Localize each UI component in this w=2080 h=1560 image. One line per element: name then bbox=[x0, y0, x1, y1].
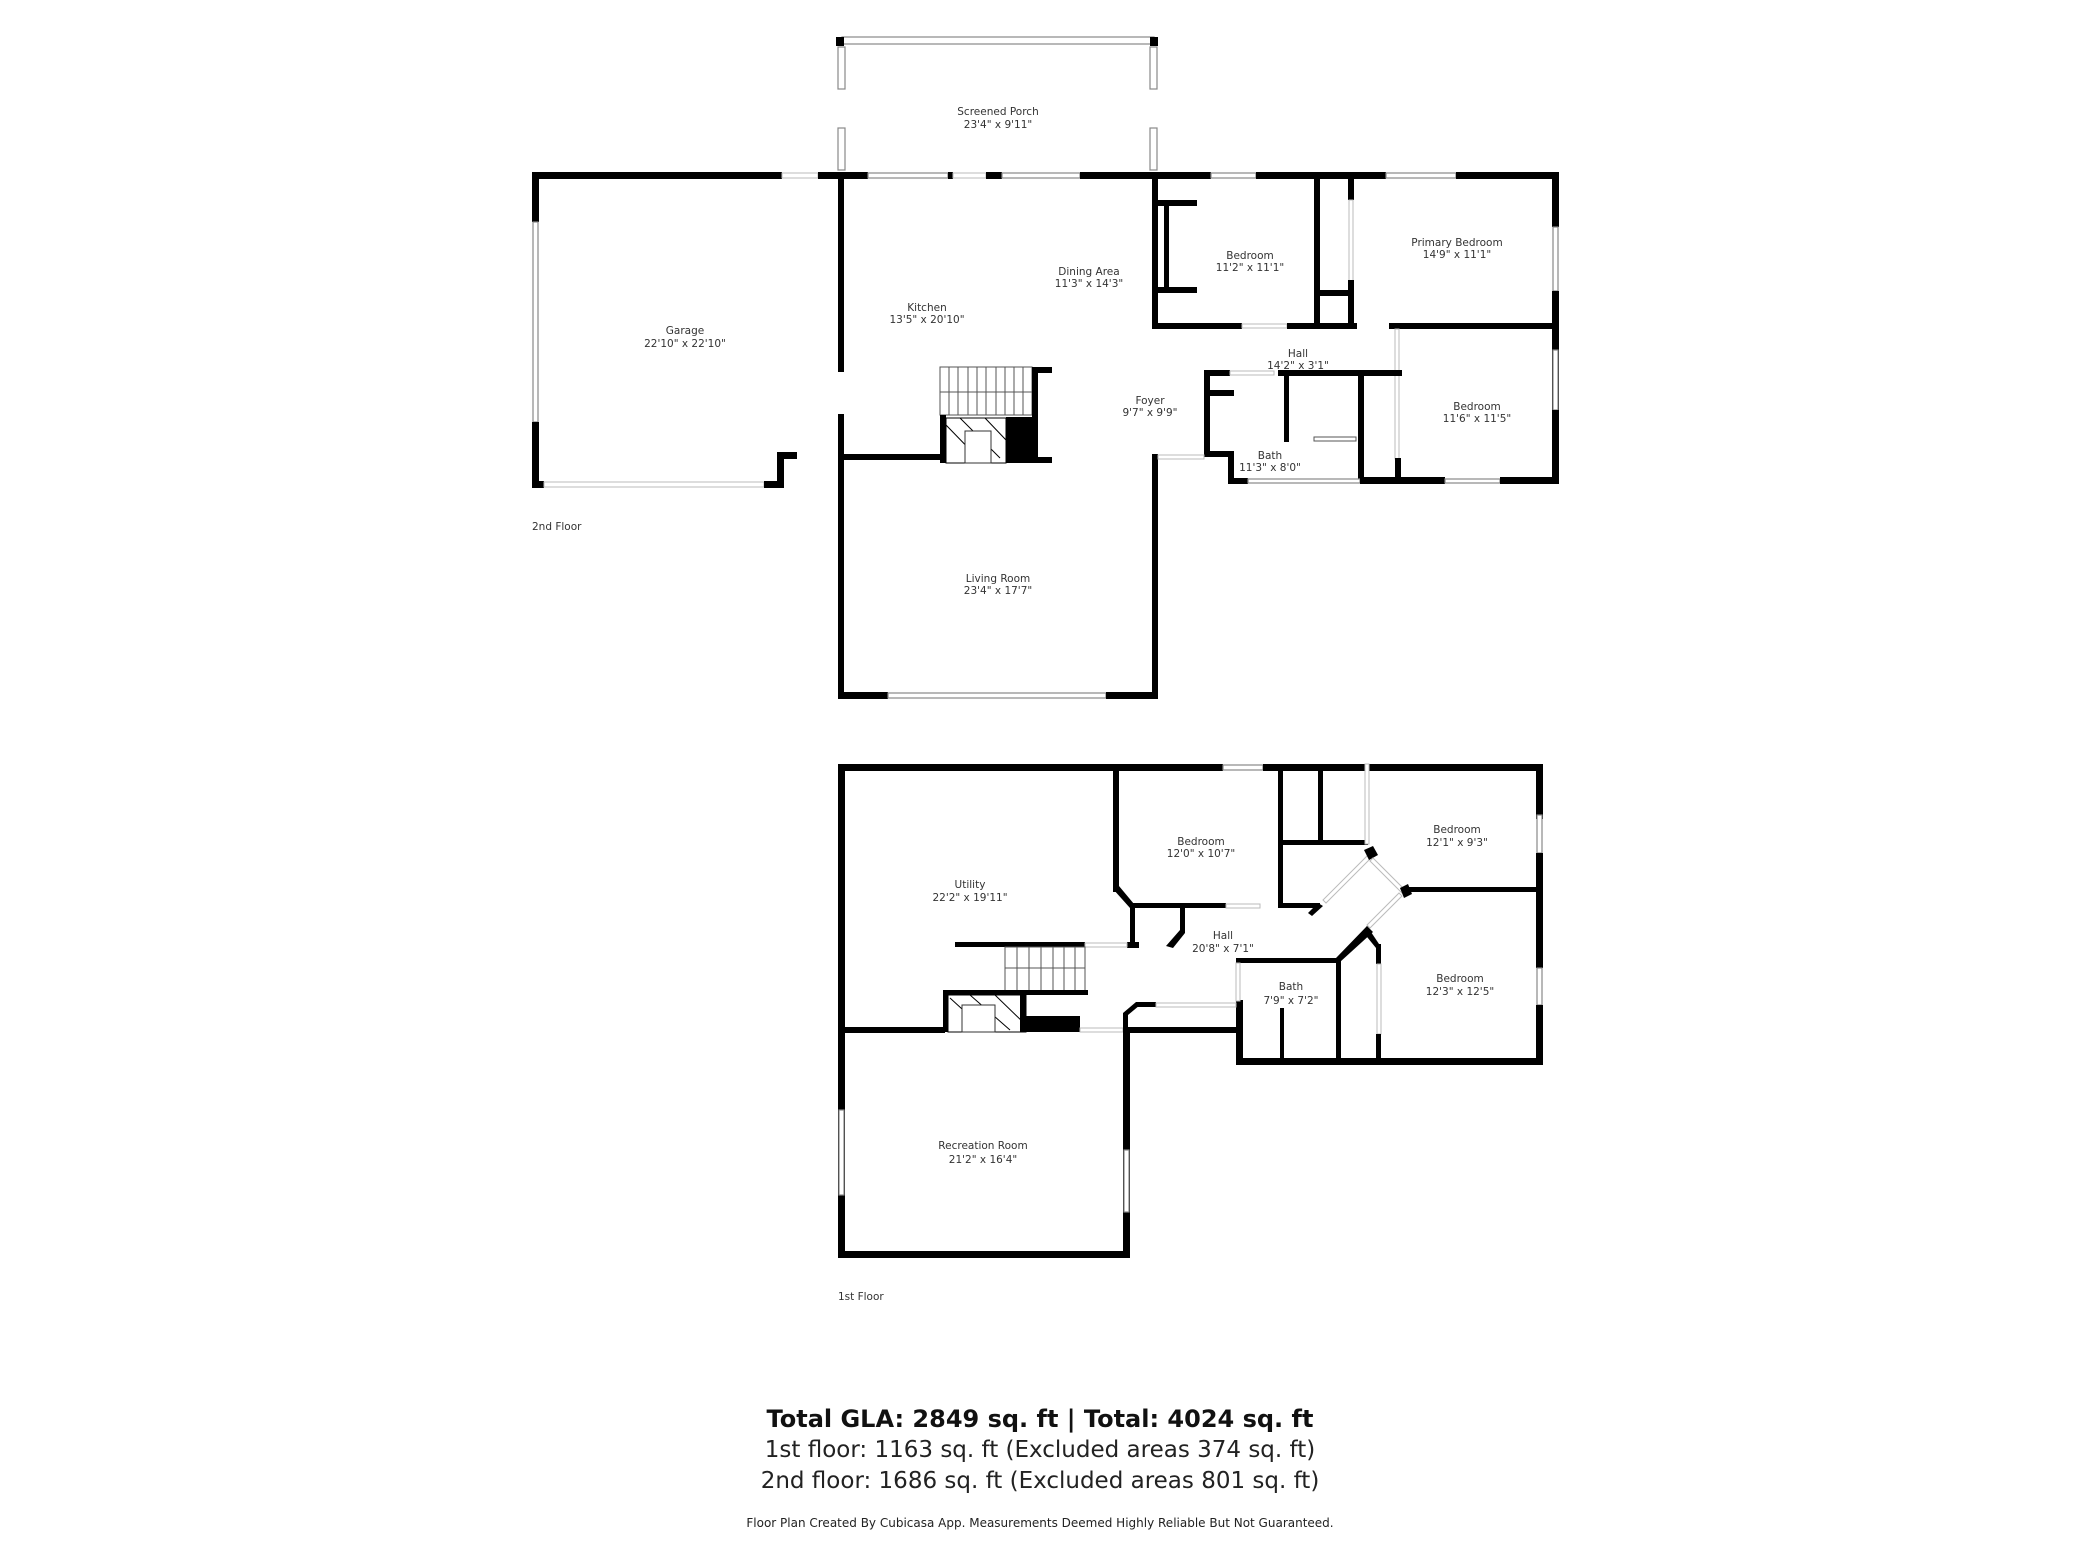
room-name-recreation-room: Recreation Room bbox=[938, 1140, 1027, 1152]
screened-porch-walls bbox=[836, 36, 1158, 171]
second-floor-area: 2nd floor: 1686 sq. ft (Excluded areas 8… bbox=[760, 1468, 1320, 1494]
fireplace bbox=[940, 367, 1052, 464]
room-dims-foyer: 9'7" x 9'9" bbox=[1122, 407, 1177, 419]
room-name-bath-lower: Bath bbox=[1279, 981, 1303, 993]
kitchen-living-wall bbox=[838, 454, 942, 460]
floor-label-1st: 1st Floor bbox=[838, 1291, 884, 1303]
room-dims-living-room: 23'4" x 17'7" bbox=[964, 585, 1032, 597]
disclaimer-footer: Floor Plan Created By Cubicasa App. Meas… bbox=[746, 1516, 1334, 1530]
lower-stairs bbox=[955, 942, 1128, 993]
room-name-garage: Garage bbox=[666, 325, 704, 337]
upper-floor-plan: Screened Porch 23'4" x 9'11" Garage 22'1… bbox=[532, 36, 1559, 699]
room-dims-bedroom-lower-2: 12'1" x 9'3" bbox=[1426, 837, 1488, 849]
room-dims-hall-upper: 14'2" x 3'1" bbox=[1267, 360, 1329, 372]
total-area-title: Total GLA: 2849 sq. ft | Total: 4024 sq.… bbox=[766, 1405, 1314, 1433]
stairs bbox=[939, 366, 1033, 416]
room-dims-recreation-room: 21'2" x 16'4" bbox=[949, 1154, 1017, 1166]
right-wing-walls bbox=[1389, 172, 1559, 483]
room-name-screened-porch: Screened Porch bbox=[957, 106, 1038, 118]
room-dims-garage: 22'10" x 22'10" bbox=[644, 338, 726, 350]
room-name-foyer: Foyer bbox=[1135, 395, 1165, 407]
room-dims-bedroom-lower-3: 12'3" x 12'5" bbox=[1426, 986, 1494, 998]
floor-label-2nd: 2nd Floor bbox=[532, 521, 582, 533]
room-name-hall-upper: Hall bbox=[1288, 348, 1308, 360]
kitchen-left-wall bbox=[838, 414, 844, 698]
room-dims-bedroom-lower-1: 12'0" x 10'7" bbox=[1167, 848, 1235, 860]
room-name-living-room: Living Room bbox=[966, 573, 1030, 585]
room-dims-bedroom-upper-2: 11'6" x 11'5" bbox=[1443, 413, 1511, 425]
room-name-hall-lower: Hall bbox=[1213, 930, 1233, 942]
room-name-bedroom-upper-2: Bedroom bbox=[1453, 401, 1501, 413]
stair-treads bbox=[948, 367, 1024, 415]
upper-top-wall bbox=[532, 172, 1558, 179]
room-dims-screened-porch: 23'4" x 9'11" bbox=[964, 119, 1032, 131]
room-dims-utility: 22'2" x 19'11" bbox=[932, 892, 1007, 904]
room-name-kitchen: Kitchen bbox=[907, 302, 946, 314]
room-dims-bedroom-upper-1: 11'2" x 11'1" bbox=[1216, 262, 1284, 274]
first-floor-area: 1st floor: 1163 sq. ft (Excluded areas 3… bbox=[764, 1437, 1316, 1463]
upper-bedroom-walls bbox=[1152, 172, 1357, 329]
room-dims-hall-lower: 20'8" x 7'1" bbox=[1192, 943, 1254, 955]
room-name-primary-bedroom: Primary Bedroom bbox=[1411, 237, 1502, 249]
room-name-bedroom-lower-2: Bedroom bbox=[1433, 824, 1481, 836]
lower-fireplace bbox=[845, 990, 1239, 1033]
room-dims-dining-area: 11'3" x 14'3" bbox=[1055, 278, 1123, 290]
upper-room-labels: Screened Porch 23'4" x 9'11" Garage 22'1… bbox=[644, 106, 1511, 597]
garage-kitchen-wall bbox=[838, 172, 844, 372]
room-name-bedroom-lower-1: Bedroom bbox=[1177, 836, 1225, 848]
room-name-dining-area: Dining Area bbox=[1058, 266, 1119, 278]
room-dims-kitchen: 13'5" x 20'10" bbox=[889, 314, 964, 326]
lower-interior-walls bbox=[1113, 763, 1536, 1062]
garage-walls bbox=[532, 172, 797, 488]
lower-room-labels: Utility 22'2" x 19'11" Bedroom 12'0" x 1… bbox=[932, 824, 1494, 1166]
living-walls bbox=[838, 454, 1205, 699]
room-name-bedroom-lower-3: Bedroom bbox=[1436, 973, 1484, 985]
hall-bath-walls bbox=[1204, 370, 1559, 484]
room-name-bath-upper: Bath bbox=[1258, 450, 1282, 462]
room-dims-primary-bedroom: 14'9" x 11'1" bbox=[1423, 249, 1491, 261]
room-name-bedroom-upper-1: Bedroom bbox=[1226, 250, 1274, 262]
lower-outer-walls bbox=[838, 764, 1543, 1258]
room-name-utility: Utility bbox=[955, 879, 986, 891]
lower-floor-plan: Utility 22'2" x 19'11" Bedroom 12'0" x 1… bbox=[838, 763, 1543, 1303]
room-dims-bath-upper: 11'3" x 8'0" bbox=[1239, 462, 1301, 474]
room-dims-bath-lower: 7'9" x 7'2" bbox=[1263, 995, 1318, 1007]
